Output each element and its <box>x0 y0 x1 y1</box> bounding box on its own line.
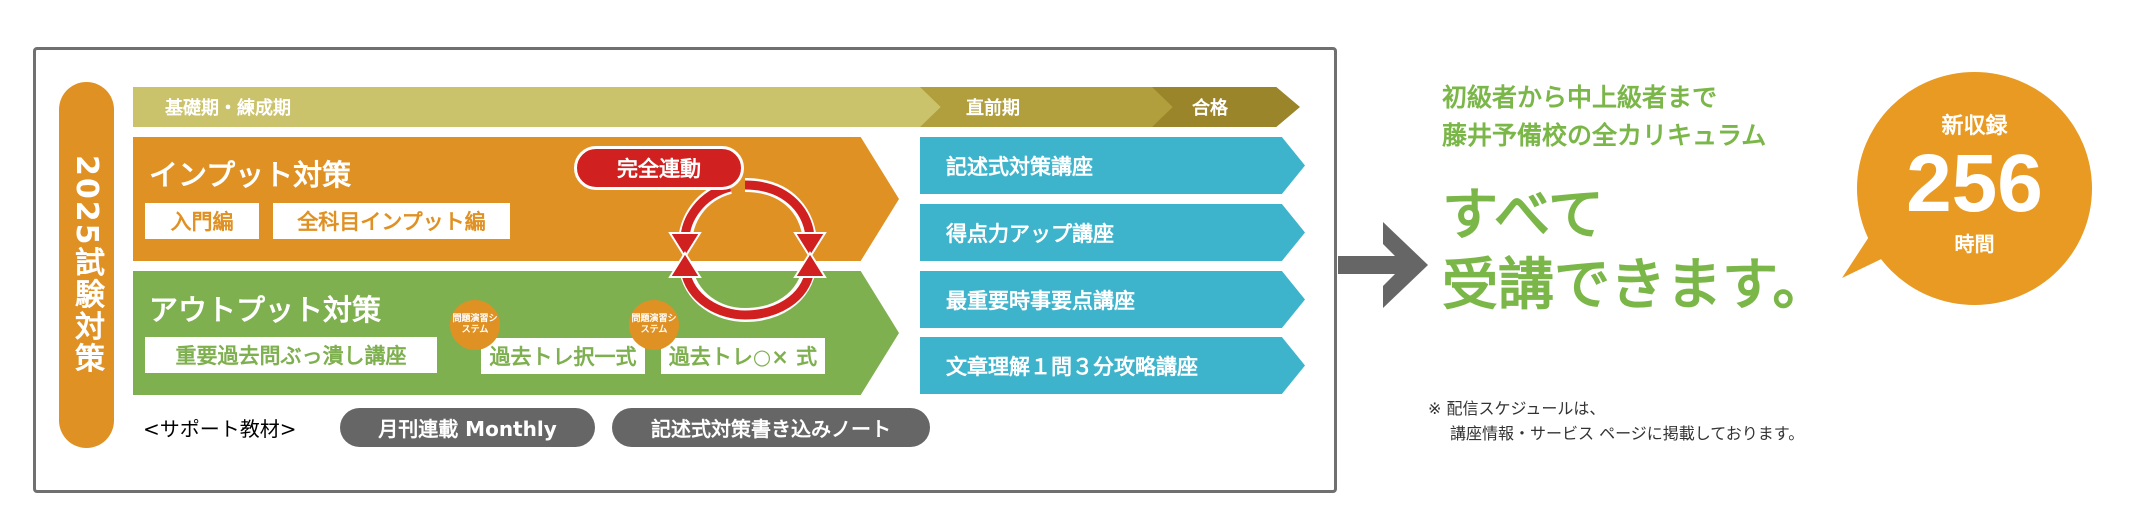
hours-badge: 新収録 256 時間 <box>1857 72 2092 305</box>
exam-year-label: 2025試験対策 <box>59 82 114 448</box>
headline-line2: 藤井予備校の全カリキュラム <box>1442 121 1767 150</box>
output-tag: 過去トレ択一式 <box>481 338 645 374</box>
curriculum-frame <box>33 47 1337 493</box>
badge-top: 新収録 <box>1941 114 2008 139</box>
phase-label: 直前期 <box>966 98 1020 119</box>
support-item: 月刊連載 Monthly <box>340 408 595 447</box>
phase-final: 直前期 <box>920 87 1178 127</box>
phase-label: 基礎期・練成期 <box>165 98 291 119</box>
phase-label: 合格 <box>1192 98 1228 119</box>
input-tag: 全科目インプット編 <box>273 203 510 239</box>
practice-system-badge: 問題演習システム <box>450 300 500 350</box>
headline-big1: すべて <box>1442 183 1604 248</box>
output-title: アウトプット対策 <box>149 293 382 327</box>
cycle-arrows-icon <box>668 178 827 323</box>
output-tag: 過去トレ○× 式 <box>661 338 825 374</box>
input-tag: 入門編 <box>145 203 259 239</box>
note-line2: 講座情報・サービス ページに掲載しております。 <box>1450 424 1805 443</box>
support-label: <サポート教材> <box>143 417 297 441</box>
note-line1: ※ 配信スケジュールは、 <box>1428 399 1606 418</box>
sync-label: 完全連動 <box>574 146 744 190</box>
course-item: 文章理解１問３分攻略講座 <box>920 337 1305 394</box>
output-block <box>133 271 899 395</box>
schedule-note: ※ 配信スケジュールは、 講座情報・サービス ページに掲載しております。 <box>1428 396 1804 446</box>
phase-pass: 合格 <box>1152 87 1300 127</box>
input-title: インプット対策 <box>149 158 352 192</box>
headline-line1: 初級者から中上級者まで <box>1442 83 1718 112</box>
phase-basic: 基礎期・練成期 <box>133 87 945 127</box>
output-tag: 重要過去問ぶっ潰し講座 <box>145 337 437 373</box>
badge-number: 256 <box>1906 138 2043 229</box>
headline-big2: 受講できます。 <box>1442 253 1829 318</box>
right-arrow-icon <box>1338 222 1428 308</box>
course-item: 得点力アップ講座 <box>920 204 1305 261</box>
badge-unit: 時間 <box>1954 232 1995 256</box>
input-block <box>133 137 899 261</box>
course-item: 記述式対策講座 <box>920 137 1305 194</box>
course-item: 最重要時事要点講座 <box>920 271 1305 328</box>
support-item: 記述式対策書き込みノート <box>612 408 930 447</box>
practice-system-badge: 問題演習システム <box>629 300 679 350</box>
